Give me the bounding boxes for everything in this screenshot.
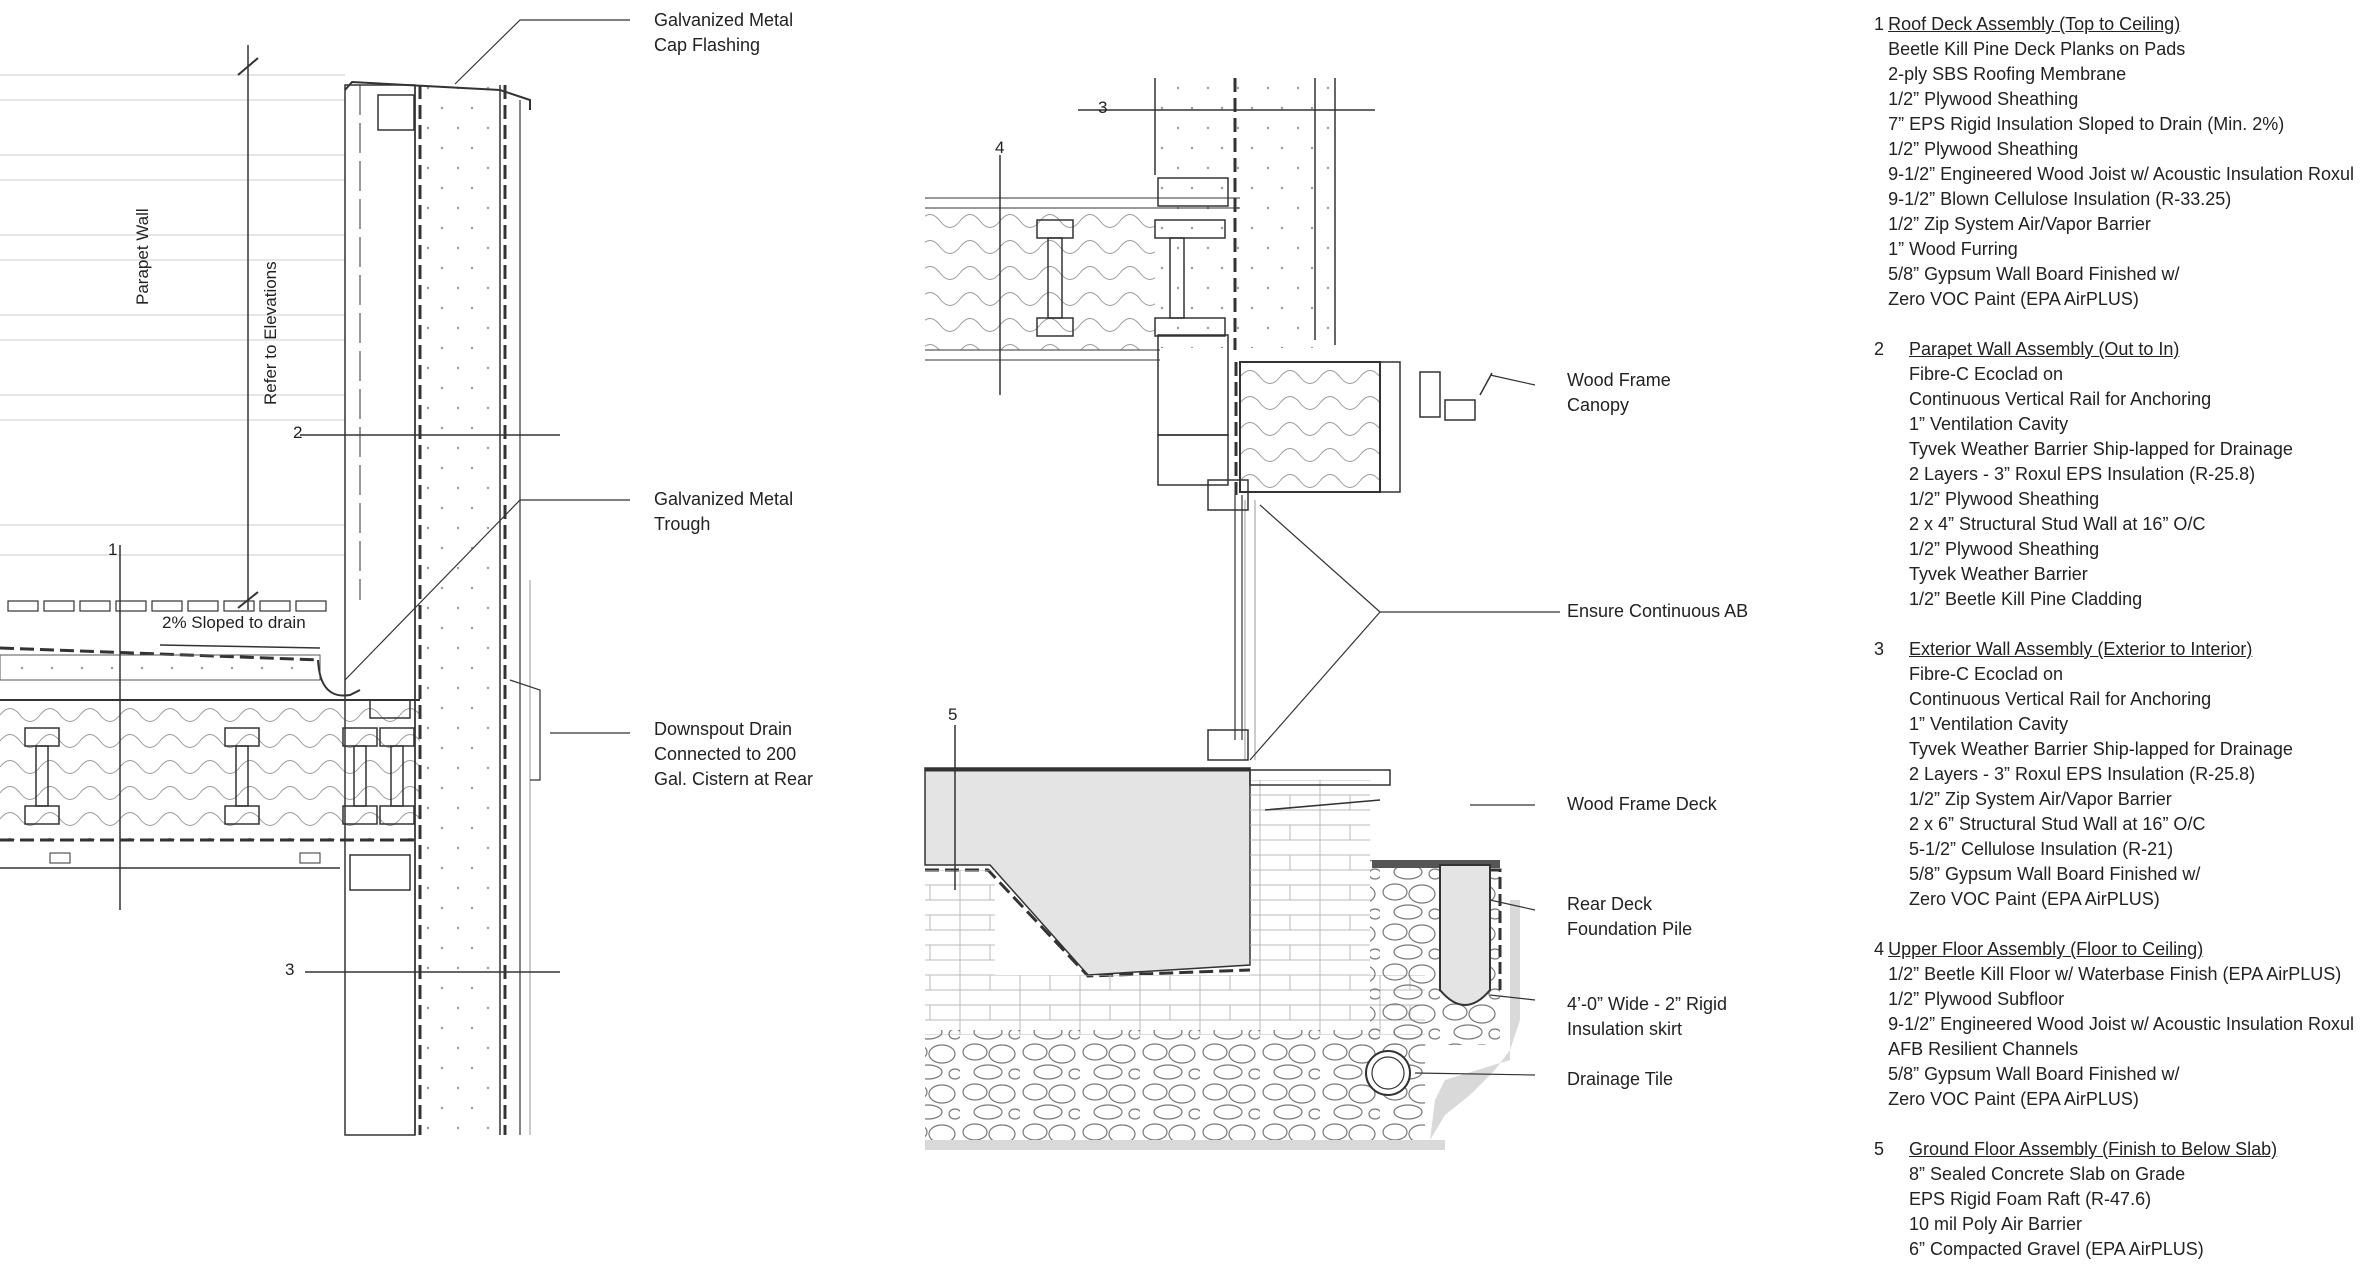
assembly-layer: 1/2” Zip System Air/Vapor Barrier [1909, 789, 2172, 809]
assembly-layer: 5/8” Gypsum Wall Board Finished w/ [1909, 864, 2201, 884]
assembly-title: Parapet Wall Assembly (Out to In) [1909, 339, 2180, 359]
assembly-layer: 8” Sealed Concrete Slab on Grade [1909, 1164, 2186, 1184]
section-marker-2: 2 [293, 423, 303, 442]
assembly-layer: 1/2” Plywood Sheathing [1909, 489, 2100, 509]
assembly-layer: Zero VOC Paint (EPA AirPLUS) [1909, 889, 2160, 909]
parapet-wall-label: Parapet Wall [133, 208, 152, 305]
assembly-layer: Zero VOC Paint (EPA AirPLUS) [1888, 289, 2139, 309]
section-marker-1: 1 [108, 540, 118, 559]
assembly-layer: EPS Rigid Foam Raft (R-47.6) [1909, 1189, 2152, 1209]
assembly-layer: Beetle Kill Pine Deck Planks on Pads [1888, 39, 2186, 59]
section-marker-5: 5 [948, 705, 958, 724]
assembly-layer: Tyvek Weather Barrier Ship-lapped for Dr… [1909, 739, 2293, 759]
assembly-layer: 2-ply SBS Roofing Membrane [1888, 64, 2127, 84]
assembly-layer: 2 Layers - 3” Roxul EPS Insulation (R-25… [1909, 764, 2256, 784]
assembly-layer: 5/8” Gypsum Wall Board Finished w/ [1888, 1064, 2180, 1084]
assembly-layer: 9-1/2” Engineered Wood Joist w/ Acoustic… [1888, 1014, 2354, 1034]
assembly-layer: 1/2” Plywood Sheathing [1888, 139, 2079, 159]
assembly-number: 2 [1874, 339, 1885, 359]
assembly-title: Roof Deck Assembly (Top to Ceiling) [1888, 14, 2181, 34]
callout-deck: Wood Frame Deck [1567, 794, 1717, 814]
wall-floor-foundation-detail [924, 78, 1560, 1150]
assembly-title: Exterior Wall Assembly (Exterior to Inte… [1909, 639, 2253, 659]
assembly-title: Upper Floor Assembly (Floor to Ceiling) [1888, 939, 2204, 959]
assembly-layer: Continuous Vertical Rail for Anchoring [1909, 689, 2212, 709]
assembly-title: Ground Floor Assembly (Finish to Below S… [1909, 1139, 2278, 1159]
assembly-3: 3 Exterior Wall Assembly (Exterior to Int… [1874, 637, 2354, 912]
assembly-number: 4 [1874, 939, 1885, 959]
assembly-layer: 6” Compacted Gravel (EPA AirPLUS) [1909, 1239, 2204, 1259]
assembly-layer: 2 Layers - 3” Roxul EPS Insulation (R-25… [1909, 464, 2256, 484]
assembly-5: 5 Ground Floor Assembly (Finish to Below … [1874, 1137, 2354, 1262]
assembly-layer: 9-1/2” Blown Cellulose Insulation (R-33.… [1888, 189, 2232, 209]
assembly-number: 5 [1874, 1139, 1885, 1159]
callout-air-barrier: Ensure Continuous AB [1567, 601, 1749, 621]
assembly-layer: 5/8” Gypsum Wall Board Finished w/ [1888, 264, 2180, 284]
assembly-layer: 1/2” Plywood Sheathing [1909, 539, 2100, 559]
assembly-layer: 1/2” Plywood Subfloor [1888, 989, 2065, 1009]
assembly-layer: 1” Ventilation Cavity [1909, 714, 2069, 734]
assembly-layer: Fibre-C Ecoclad on [1909, 364, 2064, 384]
refer-elevations-label: Refer to Elevations [261, 261, 280, 405]
assembly-layer: 7” EPS Rigid Insulation Sloped to Drain … [1888, 114, 2285, 134]
section-marker-3-right: 3 [1098, 98, 1108, 117]
assembly-layer: 2 x 4” Structural Stud Wall at 16” O/C [1909, 514, 2206, 534]
assembly-2: 2 Parapet Wall Assembly (Out to In) Fibre-… [1874, 337, 2354, 612]
assembly-layer: AFB Resilient Channels [1888, 1039, 2079, 1059]
assembly-layer: 9-1/2” Engineered Wood Joist w/ Acoustic… [1888, 164, 2354, 184]
assembly-layer: Fibre-C Ecoclad on [1909, 664, 2064, 684]
assembly-layer: 2 x 6” Structural Stud Wall at 16” O/C [1909, 814, 2206, 834]
assembly-layer: Continuous Vertical Rail for Anchoring [1909, 389, 2212, 409]
slope-note: 2% Sloped to drain [162, 613, 306, 632]
assembly-layer: Tyvek Weather Barrier [1909, 564, 2088, 584]
assembly-layer: 1/2” Zip System Air/Vapor Barrier [1888, 214, 2151, 234]
roof-parapet-detail [0, 19, 630, 1136]
assembly-layer: 1/2” Plywood Sheathing [1888, 89, 2079, 109]
callout-drainage-tile: Drainage Tile [1567, 1069, 1674, 1089]
assembly-layer: 1/2” Beetle Kill Pine Cladding [1909, 589, 2143, 609]
section-marker-4: 4 [995, 138, 1005, 157]
section-marker-3-left: 3 [285, 960, 295, 979]
assembly-layer: Tyvek Weather Barrier Ship-lapped for Dr… [1909, 439, 2293, 459]
assembly-layer: Zero VOC Paint (EPA AirPLUS) [1888, 1089, 2139, 1109]
assembly-number: 3 [1874, 639, 1885, 659]
assembly-layer: 5-1/2” Cellulose Insulation (R-21) [1909, 839, 2174, 859]
assembly-layer: 1” Wood Furring [1888, 239, 2018, 259]
assembly-number: 1 [1874, 14, 1885, 34]
assembly-layer: 1/2” Beetle Kill Floor w/ Waterbase Fini… [1888, 964, 2342, 984]
assembly-layer: 10 mil Poly Air Barrier [1909, 1214, 2083, 1234]
assembly-layer: 1” Ventilation Cavity [1909, 414, 2069, 434]
